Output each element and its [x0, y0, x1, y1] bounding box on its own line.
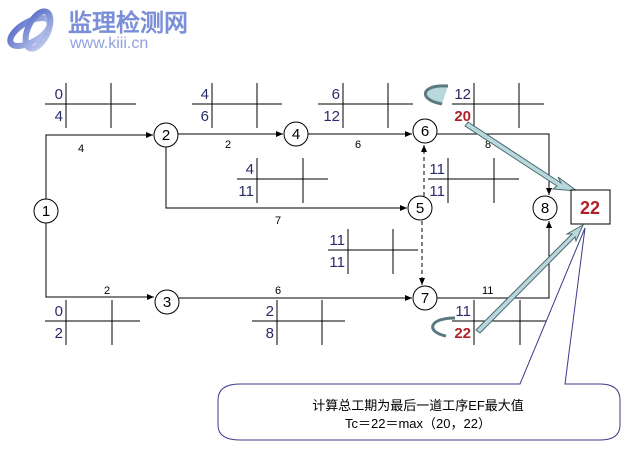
- curved-arrow-bottom-icon: [431, 316, 456, 338]
- callout-bubble: [217, 227, 621, 441]
- curved-arrow-top-icon: [423, 84, 449, 106]
- earliest-finish: 11: [329, 254, 345, 271]
- duration-2-5: 7: [275, 215, 281, 227]
- earliest-finish: 2: [55, 325, 63, 342]
- time-table-t12: 04: [45, 83, 136, 128]
- earliest-finish: 22: [454, 325, 471, 342]
- arrow-20-to-result-icon: [464, 121, 579, 192]
- earliest-finish: 11: [429, 183, 445, 200]
- earliest-finish: 8: [266, 325, 274, 342]
- edge-1-3: [45, 223, 154, 300]
- callout-line-1: 计算总工期为最后一道工序EF最大值: [312, 398, 524, 413]
- node-7: [412, 285, 438, 311]
- earliest-finish: 12: [323, 108, 340, 125]
- earliest-start: 0: [55, 86, 63, 103]
- node-2: [153, 122, 179, 148]
- logo-icon: [7, 8, 54, 52]
- earliest-finish: 6: [201, 108, 209, 125]
- node-label-7: 7: [421, 290, 429, 307]
- node-label-8: 8: [541, 200, 549, 217]
- node-label-2: 2: [162, 127, 170, 144]
- duration-6-8: 8: [485, 139, 491, 151]
- node-1: [33, 198, 59, 224]
- node-label-1: 1: [42, 203, 50, 220]
- earliest-start: 4: [201, 86, 209, 103]
- time-table-t13: 02: [45, 300, 140, 345]
- earliest-finish: 20: [454, 108, 471, 125]
- duration-4-6: 6: [355, 139, 361, 151]
- arrow-22-to-result-icon: [475, 223, 585, 334]
- earliest-start: 6: [332, 86, 340, 103]
- edges: [45, 131, 552, 301]
- earliest-start: 4: [246, 161, 254, 178]
- node-label-4: 4: [292, 126, 300, 143]
- node-4: [283, 121, 309, 147]
- earliest-start: 12: [454, 86, 471, 103]
- logo: 监理检测网 www.kiii.cn: [7, 8, 188, 52]
- node-label-3: 3: [163, 294, 171, 311]
- duration-3-7: 6: [275, 285, 281, 297]
- node-label-6: 6: [421, 123, 429, 140]
- total-duration: 22: [580, 198, 600, 218]
- duration-2-4: 2: [225, 139, 231, 151]
- edge-2-5: [165, 147, 407, 211]
- node-label-5: 5: [416, 200, 424, 217]
- callout-line-2: Tc＝22＝max（20，22）: [345, 416, 491, 431]
- earliest-finish: 4: [55, 108, 63, 125]
- logo-url: www.kiii.cn: [69, 35, 148, 52]
- earliest-start: 11: [429, 161, 445, 178]
- logo-name: 监理检测网: [68, 9, 188, 37]
- duration-7-8: 11: [482, 285, 493, 297]
- time-table-t24: 46: [192, 83, 282, 128]
- edge-1-2: [45, 132, 153, 200]
- earliest-finish: 11: [238, 183, 254, 200]
- time-table-t37: 28: [252, 300, 345, 345]
- earliest-start: 11: [455, 303, 471, 320]
- node-5: [407, 195, 433, 221]
- time-table-t46: 612: [318, 83, 413, 128]
- node-3: [154, 289, 180, 315]
- earliest-start: 11: [329, 232, 345, 249]
- edge-7-8: [437, 221, 552, 299]
- earliest-start: 0: [55, 303, 63, 320]
- node-6: [412, 118, 438, 144]
- duration-1-2: 4: [78, 143, 84, 155]
- result-box: [570, 189, 611, 225]
- node-8: [532, 195, 558, 221]
- time-table-t25: 411: [237, 158, 328, 203]
- duration-1-3: 2: [104, 285, 110, 297]
- earliest-start: 2: [266, 303, 274, 320]
